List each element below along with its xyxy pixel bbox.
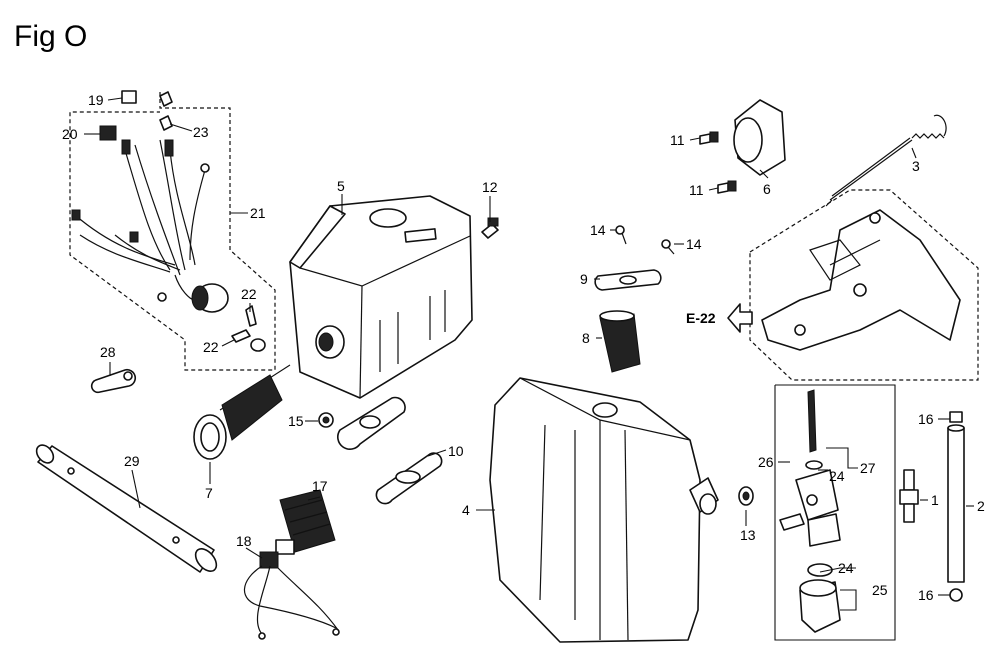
callout-23: 23 (193, 124, 209, 140)
tool-29 (35, 444, 218, 573)
callout-11-lower: 11 (689, 182, 704, 198)
callout-3: 3 (912, 158, 920, 174)
clip-23 (159, 115, 173, 131)
callout-labels: 19 20 23 21 22 22 28 29 5 12 15 7 10 17 … (62, 92, 985, 603)
clip-16-lower (949, 588, 963, 602)
figure-title: Fig O (14, 20, 87, 53)
callout-25: 25 (872, 582, 888, 598)
cover-6 (733, 99, 786, 176)
callout-20: 20 (62, 126, 78, 142)
terminal-22 (231, 329, 251, 343)
callout-14-right: 14 (686, 236, 702, 252)
bolt-11-upper (699, 131, 719, 145)
callout-19: 19 (88, 92, 104, 108)
strainer-8 (599, 310, 641, 373)
regulator-17 (275, 489, 336, 555)
gasket-9 (594, 269, 662, 291)
callout-26: 26 (758, 454, 774, 470)
callout-8: 8 (582, 330, 590, 346)
callout-12: 12 (482, 179, 498, 195)
callout-22-upper: 22 (241, 286, 257, 302)
callout-6: 6 (763, 181, 771, 197)
fuel-tube-2 (947, 424, 965, 583)
callout-22-lower: 22 (203, 339, 219, 355)
harness-18 (243, 551, 340, 640)
callout-17: 17 (312, 478, 328, 494)
fuel-tank-5 (289, 195, 473, 399)
screw-14-right (661, 239, 675, 255)
callout-15: 15 (288, 413, 304, 429)
nut-15 (318, 412, 334, 428)
callout-13: 13 (740, 527, 756, 543)
callout-21: 21 (250, 205, 266, 221)
callout-14-left: 14 (590, 222, 606, 238)
muffler-4 (489, 377, 719, 643)
callout-18: 18 (236, 533, 252, 549)
callout-9: 9 (580, 271, 588, 287)
callout-4: 4 (462, 502, 470, 518)
callout-27: 27 (860, 460, 876, 476)
callout-5: 5 (337, 178, 345, 194)
filter-screen-7 (193, 374, 283, 460)
callout-24-upper: 24 (829, 468, 845, 484)
fuel-cock-group (774, 384, 896, 641)
leader-lines (84, 97, 974, 611)
screw-14-left (615, 225, 627, 245)
clip-16-upper (949, 411, 963, 423)
connector-20 (99, 125, 117, 141)
callout-29: 29 (124, 453, 140, 469)
reference-arrow-e22: E-22 (686, 303, 753, 333)
callout-24-lower: 24 (838, 560, 854, 576)
callout-11-upper: 11 (670, 132, 685, 148)
connector-19 (121, 90, 137, 104)
callout-28: 28 (100, 344, 116, 360)
reference-label: E-22 (686, 310, 716, 326)
callout-1: 1 (931, 492, 939, 508)
callout-16-lower: 16 (918, 587, 934, 603)
callout-10: 10 (448, 443, 464, 459)
oring-22 (250, 338, 266, 352)
control-bracket-group (749, 189, 979, 381)
callout-16-upper: 16 (918, 411, 934, 427)
bolt-12 (481, 217, 499, 239)
clip-top (159, 91, 173, 107)
fitting-1 (899, 469, 919, 523)
wiring-harness-group (69, 90, 276, 371)
callout-2: 2 (977, 498, 985, 514)
washer-13 (738, 486, 754, 506)
callout-7: 7 (205, 485, 213, 501)
bolt-11-lower (717, 180, 737, 194)
gasket-10 (375, 452, 443, 505)
gasket-upper (337, 396, 406, 450)
grommet-28 (90, 368, 137, 394)
rod-3 (825, 114, 947, 207)
